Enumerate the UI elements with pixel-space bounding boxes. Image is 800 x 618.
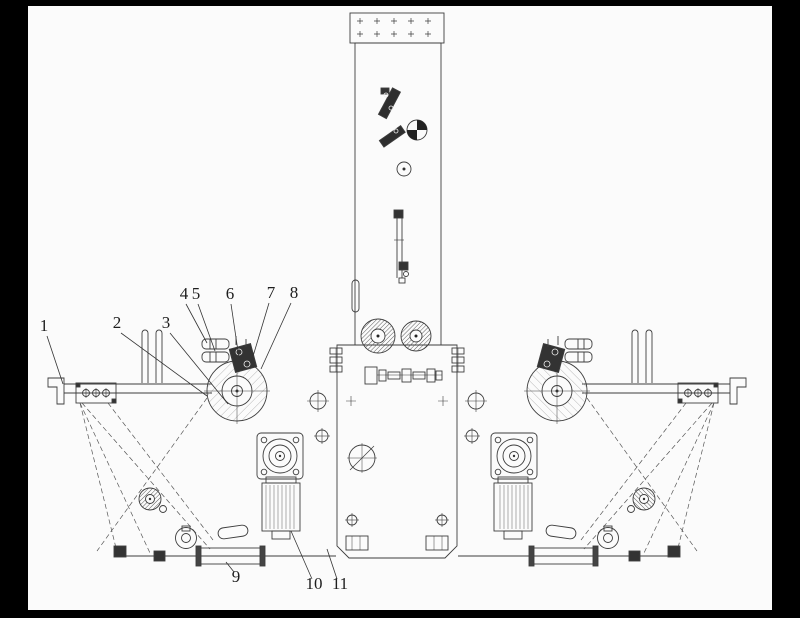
central-column bbox=[336, 12, 458, 559]
shaft-coupling bbox=[364, 366, 443, 385]
callout-label-7: 7 bbox=[267, 283, 276, 302]
vertical-bracket bbox=[393, 209, 409, 284]
feed-roller-right bbox=[400, 320, 432, 352]
callout-leader-lines bbox=[46, 302, 338, 580]
callout-label-9: 9 bbox=[232, 567, 241, 586]
callout-label-1: 1 bbox=[40, 316, 49, 335]
callout-label-10: 10 bbox=[306, 574, 323, 593]
column-base-plate bbox=[336, 344, 458, 559]
callout-label-2: 2 bbox=[113, 313, 122, 332]
paper-background bbox=[28, 6, 772, 610]
callout-label-5: 5 bbox=[192, 284, 201, 303]
callout-label-3: 3 bbox=[162, 313, 171, 332]
feed-roller-left bbox=[360, 318, 396, 354]
callout-label-4: 4 bbox=[180, 284, 189, 303]
callout-label-6: 6 bbox=[226, 284, 235, 303]
section-circle bbox=[347, 443, 377, 473]
top-plate-screw-crosses bbox=[357, 18, 431, 37]
small-pin-circle bbox=[396, 161, 412, 177]
datum-target-symbol bbox=[406, 119, 428, 141]
column-slot bbox=[351, 279, 360, 313]
upper-linkage bbox=[377, 87, 406, 148]
callout-label-11: 11 bbox=[332, 574, 348, 593]
callout-label-8: 8 bbox=[290, 283, 299, 302]
